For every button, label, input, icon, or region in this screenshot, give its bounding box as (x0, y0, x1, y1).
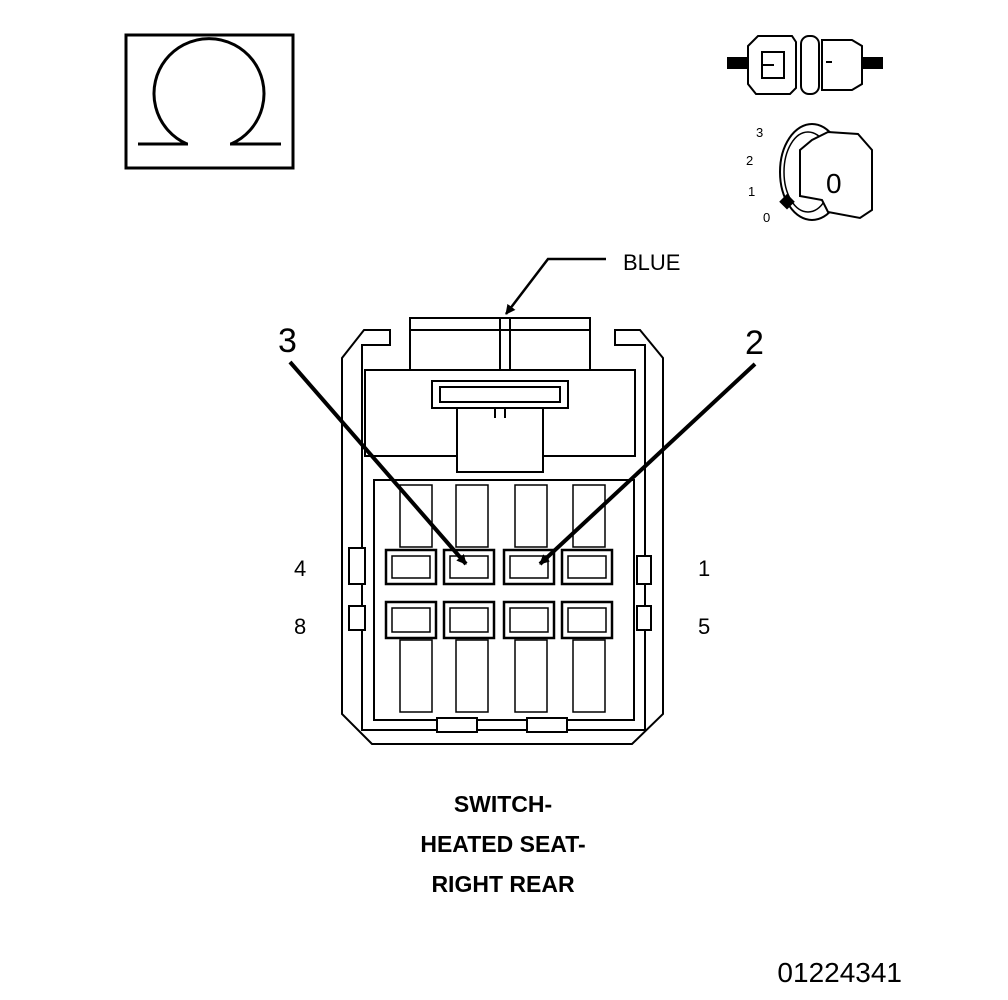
ignition-position-2: 2 (746, 153, 753, 168)
cavity-row-bottom (384, 600, 614, 640)
caption-line-3: RIGHT REAR (431, 871, 575, 897)
caption: SWITCH- HEATED SEAT- RIGHT REAR (420, 791, 585, 897)
connector-icon (727, 35, 883, 95)
cavity-row-top (384, 548, 614, 586)
pin-label-5: 5 (698, 614, 710, 639)
caption-line-2: HEATED SEAT- (420, 831, 585, 857)
callout-arrow-2 (538, 362, 757, 566)
callout-label-3: 3 (278, 322, 297, 360)
ohm-icon (124, 33, 295, 170)
callout-label-2: 2 (745, 324, 764, 362)
pin-callouts: 3 2 (278, 322, 764, 566)
color-callout: BLUE (505, 250, 680, 315)
ignition-position-3: 3 (756, 125, 763, 140)
callout-arrow-3 (288, 360, 468, 566)
pin-labels: 4 1 8 5 (294, 556, 710, 639)
pin-cavities (384, 548, 614, 640)
ignition-key-icon: 3 2 1 0 0 (746, 123, 873, 225)
caption-line-1: SWITCH- (454, 791, 552, 817)
ignition-position-1: 1 (748, 184, 755, 199)
pin-label-4: 4 (294, 556, 306, 581)
pin-label-1: 1 (698, 556, 710, 581)
pin-label-8: 8 (294, 614, 306, 639)
ignition-key-label: 0 (826, 168, 842, 199)
connector-color-label: BLUE (623, 250, 680, 275)
ignition-position-0: 0 (763, 210, 770, 225)
figure-id: 01224341 (777, 957, 902, 988)
connector-body (341, 317, 664, 745)
